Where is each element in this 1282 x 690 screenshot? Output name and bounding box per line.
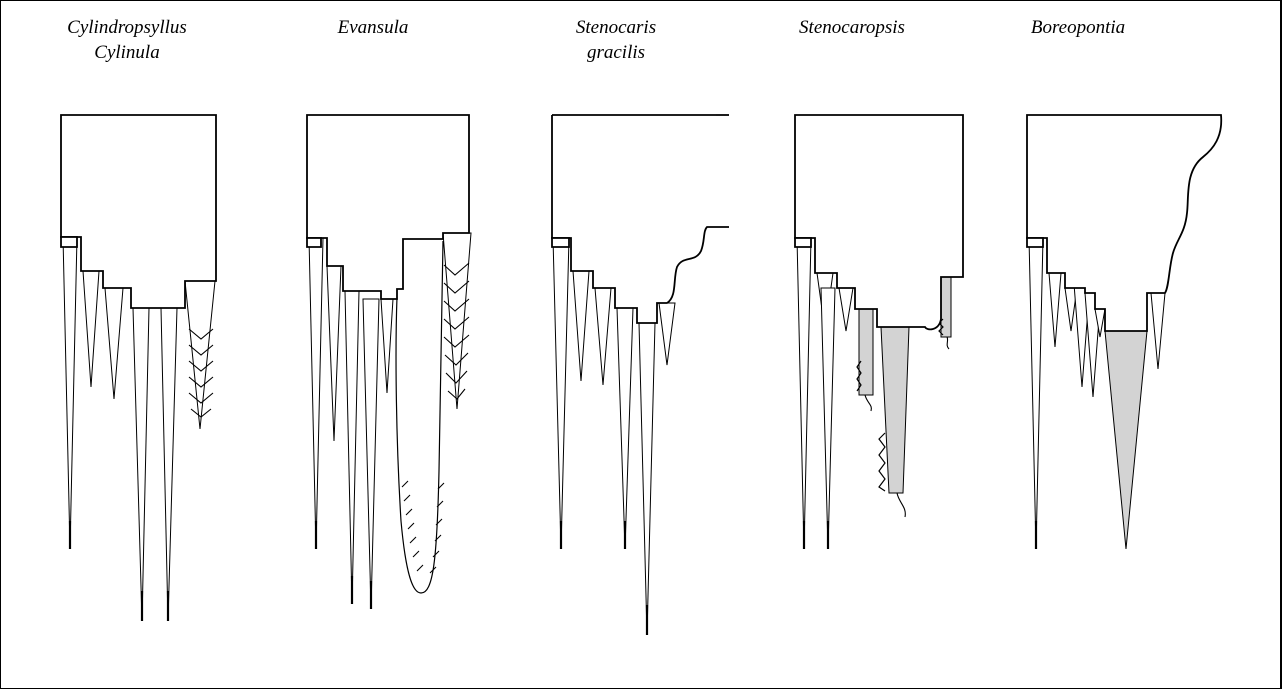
- seta: [62, 236, 78, 550]
- appendage-body: [306, 114, 470, 300]
- setae-group: [552, 237, 676, 636]
- spine-filament: [896, 492, 906, 518]
- basal-segment: [794, 237, 812, 248]
- spine-filament: [946, 336, 950, 350]
- seta: [572, 270, 590, 382]
- seta: [104, 287, 124, 400]
- appendage-body: [1026, 114, 1223, 332]
- panel-title-line1: Boreopontia: [1031, 17, 1125, 38]
- setae-group: [796, 237, 952, 550]
- seta: [132, 307, 150, 622]
- panel-title-line1: Stenocaris: [576, 17, 656, 38]
- panel-title-line1: Stenocaropsis: [799, 17, 905, 38]
- basal-segment: [60, 236, 78, 248]
- appendage-body: [794, 114, 964, 331]
- panel-title-line1: Cylindropsyllus: [67, 17, 187, 38]
- panel-stenocaropsis: Stenocaropsis: [794, 17, 964, 550]
- seta: [308, 237, 324, 550]
- spine-filament: [864, 394, 872, 412]
- setae-group: [1028, 237, 1166, 550]
- panel-title-line2: gracilis: [587, 42, 645, 63]
- shaded-spine: [858, 308, 874, 396]
- basal-segment: [1026, 237, 1044, 248]
- spine-serration: [856, 360, 862, 392]
- panel-evansula: Evansula: [306, 17, 472, 610]
- setules: [401, 480, 445, 574]
- basal-segment: [551, 237, 570, 248]
- setules: [188, 328, 214, 418]
- panel-title-line1: Evansula: [337, 17, 409, 38]
- panel-cylindropsyllus: Cylindropsyllus Cylinula: [60, 17, 217, 622]
- seta: [380, 298, 394, 394]
- looped-seta: [395, 240, 444, 594]
- spine-serration: [878, 432, 886, 492]
- shaded-spine: [880, 326, 910, 494]
- setae-group: [308, 232, 472, 610]
- seta: [344, 290, 360, 605]
- seta: [552, 237, 570, 550]
- appendage-body: [60, 114, 217, 309]
- seta: [326, 265, 342, 442]
- seta: [1028, 237, 1044, 550]
- plumose-seta: [184, 280, 216, 430]
- seta: [82, 270, 100, 388]
- seta: [658, 302, 676, 366]
- seta: [160, 307, 178, 622]
- panel-stenocaris-gracilis: Stenocaris gracilis: [551, 17, 729, 636]
- setules: [443, 262, 470, 400]
- appendage-body: [551, 114, 729, 324]
- basal-segment: [306, 237, 322, 248]
- panel-title-line2: Cylinula: [94, 42, 159, 63]
- seta: [638, 322, 656, 636]
- seta: [1150, 292, 1166, 370]
- panel-boreopontia: Boreopontia: [1026, 17, 1223, 550]
- seta: [616, 307, 634, 550]
- seta: [820, 287, 836, 550]
- seta: [362, 298, 380, 610]
- seta: [796, 237, 812, 550]
- seta: [594, 287, 612, 386]
- seta: [1048, 272, 1062, 348]
- seta: [838, 287, 854, 332]
- shaded-spine: [1104, 330, 1148, 550]
